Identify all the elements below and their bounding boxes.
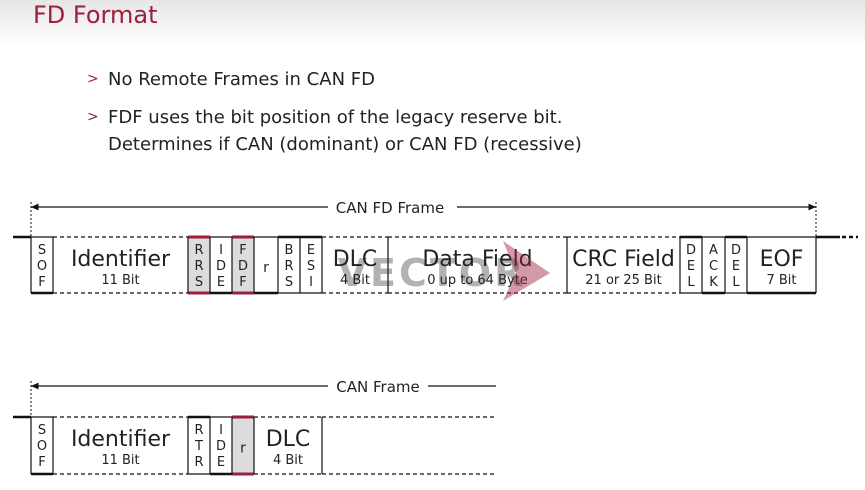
watermark-logo: VECTOR: [338, 251, 527, 295]
vertical-label-char: R: [194, 423, 203, 438]
bullet-list: > No Remote Frames in CAN FD > FDF uses …: [87, 66, 827, 158]
vertical-label-char: D: [216, 439, 226, 454]
watermark-arrow-icon: [503, 241, 550, 301]
field-name: Identifier: [71, 427, 171, 452]
field-sub: 4 Bit: [273, 453, 303, 468]
vertical-label-char: I: [309, 275, 313, 290]
vertical-label-char: D: [238, 259, 248, 274]
field-sub: 21 or 25 Bit: [585, 273, 661, 288]
vertical-label-char: F: [38, 275, 45, 290]
bullet-line: Determines if CAN (dominant) or CAN FD (…: [108, 134, 582, 155]
slide-title: FD Format: [33, 1, 158, 29]
bullet-line: No Remote Frames in CAN FD: [108, 69, 375, 90]
vertical-label-char: F: [239, 243, 246, 258]
vertical-label-char: F: [38, 455, 45, 470]
field-name: DLC: [266, 427, 311, 452]
vertical-label-char: A: [709, 243, 718, 258]
vertical-label-char: C: [709, 259, 718, 274]
vertical-label-char: E: [217, 455, 225, 470]
vertical-label-char: S: [38, 423, 46, 438]
field-name: Data Field: [422, 247, 532, 272]
vertical-label-char: O: [37, 259, 47, 274]
vertical-label-char: E: [307, 243, 315, 258]
field-sub: 0 up to 64 Byte: [427, 273, 528, 288]
vertical-label-char: F: [239, 275, 246, 290]
vertical-label-char: R: [284, 259, 293, 274]
field-name: DLC: [333, 247, 378, 272]
field-name: CRC Field: [572, 247, 675, 272]
can-frame-label: CAN Frame: [336, 378, 419, 396]
vertical-label-char: D: [731, 243, 741, 258]
field-sub: 11 Bit: [101, 273, 139, 288]
field-sub: 7 Bit: [766, 273, 796, 288]
bullet-item: > FDF uses the bit position of the legac…: [87, 104, 827, 158]
vertical-label-char: S: [285, 275, 293, 290]
single-label: r: [263, 260, 269, 276]
vertical-label-char: S: [307, 259, 315, 274]
vertical-label-char: L: [687, 275, 695, 290]
slide-header: [0, 0, 865, 48]
vertical-label-char: B: [285, 243, 294, 258]
vertical-label-char: E: [732, 259, 740, 274]
vertical-label-char: S: [195, 275, 203, 290]
field-name: EOF: [760, 247, 804, 272]
fd-frame-label: CAN FD Frame: [336, 199, 444, 217]
vertical-label-char: E: [217, 275, 225, 290]
highlight-fill: [188, 237, 210, 293]
vertical-label-char: D: [216, 259, 226, 274]
vertical-label-char: L: [732, 275, 740, 290]
vertical-label-char: R: [194, 259, 203, 274]
bullet-item: > No Remote Frames in CAN FD: [87, 66, 827, 93]
highlight-fill: [232, 237, 254, 293]
bullet-chevron-icon: >: [87, 71, 99, 87]
vertical-label-char: R: [194, 243, 203, 258]
field-name: Identifier: [71, 247, 171, 272]
vertical-label-char: D: [686, 243, 696, 258]
vertical-label-char: O: [37, 439, 47, 454]
vertical-label-char: K: [709, 275, 718, 290]
field-sub: 11 Bit: [101, 453, 139, 468]
bullet-line: FDF uses the bit position of the legacy …: [108, 107, 563, 128]
single-label: r: [240, 441, 246, 457]
vertical-label-char: I: [219, 243, 223, 258]
vertical-label-char: R: [194, 455, 203, 470]
bullet-chevron-icon: >: [87, 109, 99, 125]
vertical-label-char: E: [687, 259, 695, 274]
vertical-label-char: T: [194, 439, 203, 454]
vertical-label-char: I: [219, 423, 223, 438]
vertical-label-char: S: [38, 243, 46, 258]
highlight-fill: [232, 417, 254, 474]
field-sub: 4 Bit: [340, 273, 370, 288]
